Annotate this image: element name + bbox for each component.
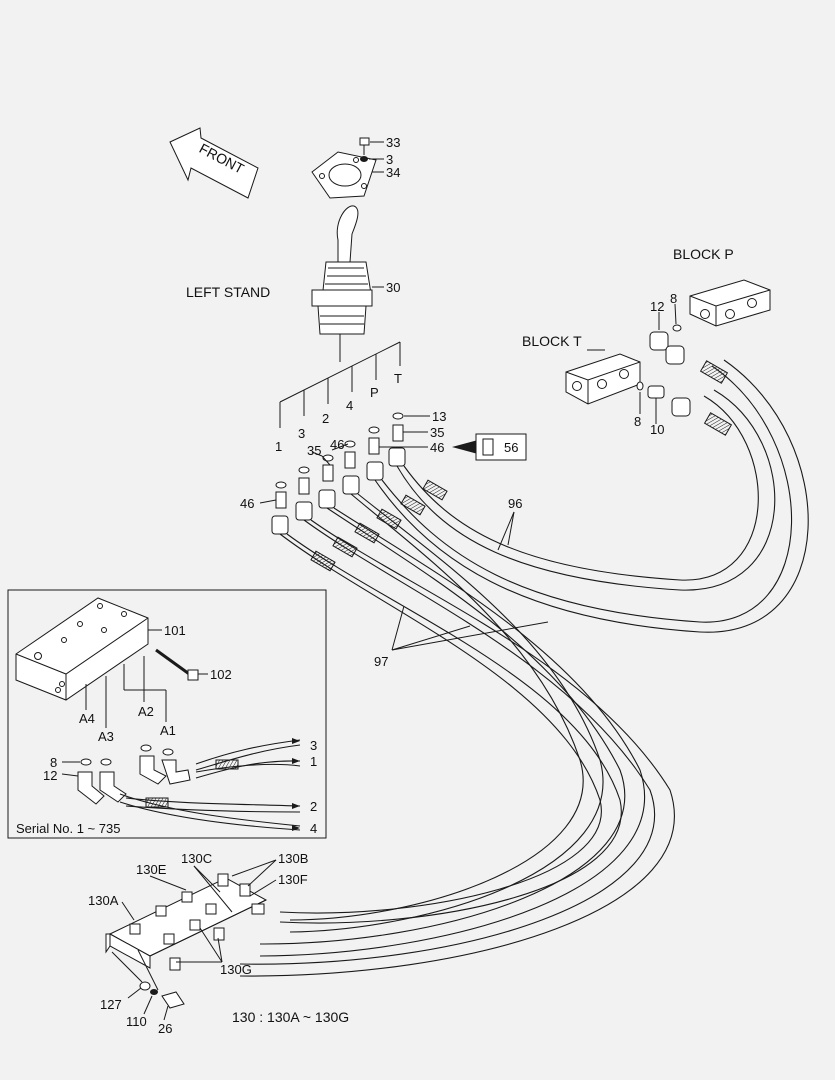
block-p-label: BLOCK P <box>673 246 734 262</box>
callout-97: 97 <box>374 654 388 669</box>
callout-110: 110 <box>126 1014 147 1029</box>
callout-3: 3 <box>386 152 393 167</box>
callout-35a: 35 <box>430 425 444 440</box>
callout-102: 102 <box>210 667 232 682</box>
label-A2: A2 <box>138 704 154 719</box>
block-p: BLOCK P 12 8 <box>649 246 771 436</box>
front-arrow: FRONT <box>169 127 259 199</box>
callout-46b: 46 <box>330 437 344 452</box>
mounting-plate: 33 3 34 <box>311 135 400 199</box>
callout-33: 33 <box>386 135 400 150</box>
callout-10: 10 <box>650 422 664 437</box>
callout-12b: 12 <box>43 768 57 783</box>
out-3: 3 <box>310 738 317 753</box>
callout-56: 56 <box>504 440 518 455</box>
bracket-fittings <box>129 873 265 971</box>
callout-130B: 130B <box>278 851 308 866</box>
callout-30: 30 <box>386 280 400 295</box>
callout-130F: 130F <box>278 872 308 887</box>
serial-label: Serial No. 1 ~ 735 <box>16 821 120 836</box>
joystick: 30 <box>311 205 400 335</box>
callout-130E: 130E <box>136 862 167 877</box>
callout-130G: 130G <box>220 962 252 977</box>
out-4: 4 <box>310 821 317 836</box>
callout-46c: 46 <box>240 496 254 511</box>
callout-8a: 8 <box>670 291 677 306</box>
callout-130A: 130A <box>88 893 119 908</box>
callout-8b: 8 <box>634 414 641 429</box>
port-T: T <box>394 371 402 386</box>
block-t: BLOCK T 8 10 <box>522 333 665 437</box>
hoses: 96 97 <box>239 359 809 977</box>
label-A3: A3 <box>98 729 114 744</box>
out-1: 1 <box>310 754 317 769</box>
range-note: 130 : 130A ~ 130G <box>232 1009 349 1025</box>
callout-96: 96 <box>508 496 522 511</box>
callout-127: 127 <box>100 997 122 1012</box>
mounting-hardware: 127 110 26 <box>100 949 185 1036</box>
label-A4: A4 <box>79 711 95 726</box>
callout-101: 101 <box>164 623 186 638</box>
port-2: 2 <box>322 411 329 426</box>
port-leader-lines: T P 4 2 3 1 <box>275 334 402 454</box>
serial-inset: 101 102 A4 A3 A2 A1 8 12 <box>7 589 327 839</box>
port-4: 4 <box>346 398 353 413</box>
port-P: P <box>370 385 379 400</box>
left-stand-label: LEFT STAND <box>186 284 270 300</box>
callout-26: 26 <box>158 1021 172 1036</box>
callout-34: 34 <box>386 165 400 180</box>
label-A1: A1 <box>160 723 176 738</box>
callout-35b: 35 <box>307 443 321 458</box>
fitting-bracket: 130E 130C 130B 130F 130A 130G <box>88 851 308 977</box>
callout-8c: 8 <box>50 755 57 770</box>
port-fittings: 13 35 46 46 35 46 <box>240 409 446 535</box>
callout-46a: 46 <box>430 440 444 455</box>
port-1: 1 <box>275 439 282 454</box>
callout-12: 12 <box>650 299 664 314</box>
block-t-label: BLOCK T <box>522 333 582 349</box>
fitting-56-box: 56 <box>452 433 527 461</box>
out-2: 2 <box>310 799 317 814</box>
port-3: 3 <box>298 426 305 441</box>
callout-13: 13 <box>432 409 446 424</box>
callout-130C: 130C <box>181 851 212 866</box>
